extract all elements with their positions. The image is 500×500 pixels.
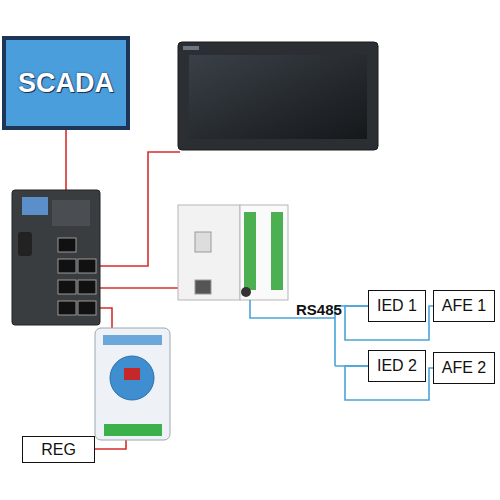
ethernet-switch xyxy=(12,190,100,325)
device-box: IED 2 xyxy=(368,350,426,382)
plc-cpu xyxy=(178,205,240,300)
device-box: AFE 2 xyxy=(433,352,495,384)
converter-display xyxy=(124,368,140,380)
plc-slot xyxy=(195,232,211,252)
rs485-bus xyxy=(250,300,368,366)
node-text: IED 2 xyxy=(377,357,417,375)
plc-port xyxy=(195,280,211,294)
converter-top xyxy=(103,335,162,345)
node-text: SCADA xyxy=(18,68,114,99)
switch-port xyxy=(58,259,76,273)
switch-port xyxy=(58,238,76,252)
hmi-frame xyxy=(178,42,378,150)
converter-face xyxy=(110,356,154,400)
node-text: AFE 2 xyxy=(442,359,486,377)
node-text: IED 1 xyxy=(377,297,417,315)
ethernet-wire xyxy=(66,130,197,449)
converter-body xyxy=(95,328,170,440)
bus-label: RS485 xyxy=(296,301,342,318)
hmi-logo xyxy=(183,46,199,50)
plc-connector xyxy=(241,287,251,297)
node-text: AFE 1 xyxy=(442,297,486,315)
switch-port xyxy=(58,301,76,315)
device-box: IED 1 xyxy=(368,290,426,322)
plc-io xyxy=(240,205,288,300)
switch-body xyxy=(12,190,100,325)
switch-port xyxy=(78,301,96,315)
terminal-block xyxy=(104,424,162,436)
serial-converter xyxy=(95,328,170,440)
switch-port xyxy=(58,280,76,294)
switch-port xyxy=(18,232,32,256)
switch-dip xyxy=(22,197,48,215)
device-box: AFE 1 xyxy=(433,290,495,322)
scada-box: SCADA xyxy=(2,36,130,130)
switch-leds xyxy=(52,200,90,226)
hmi-panel xyxy=(178,42,378,150)
device-box: REG xyxy=(22,436,95,463)
plc-unit xyxy=(178,205,288,300)
ethernet-wire xyxy=(92,152,180,266)
hmi-screen xyxy=(189,55,367,139)
terminal-block xyxy=(244,212,256,290)
terminal-block xyxy=(271,212,283,290)
node-text: REG xyxy=(41,441,76,459)
ethernet-wire xyxy=(95,440,126,449)
switch-port xyxy=(78,280,96,294)
switch-port xyxy=(78,259,96,273)
